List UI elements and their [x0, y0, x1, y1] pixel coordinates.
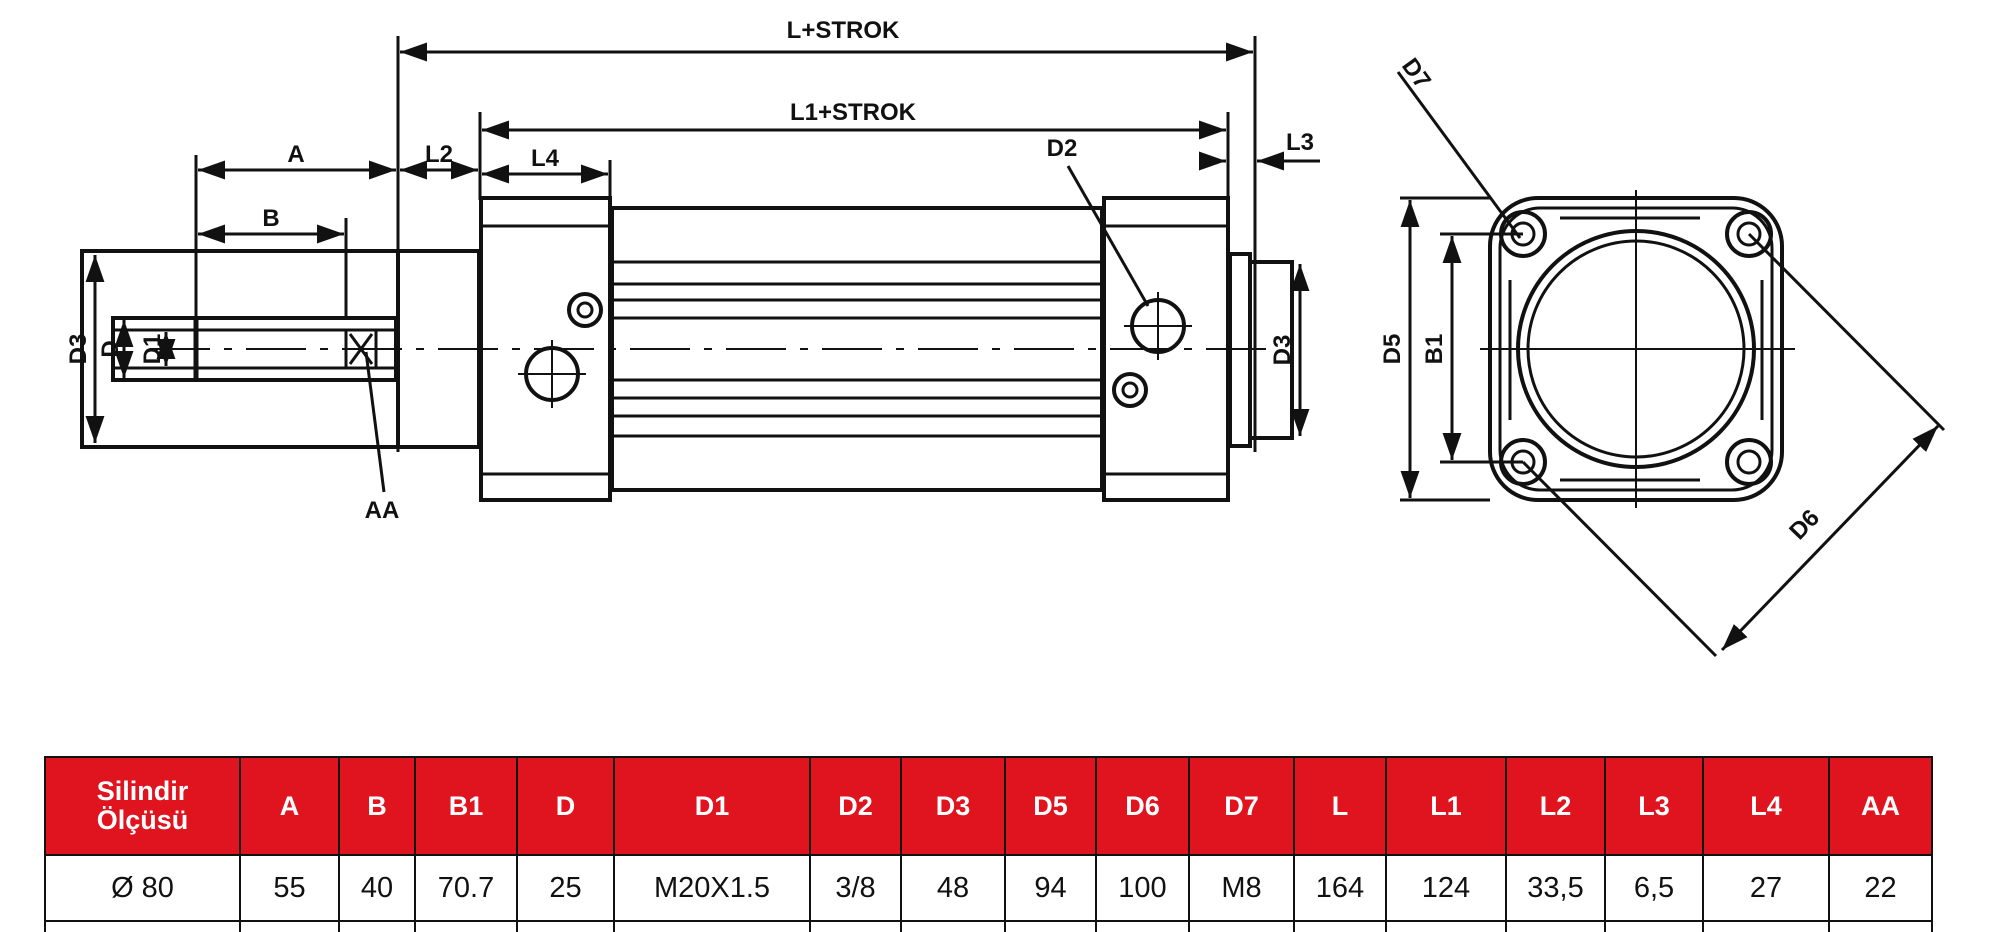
cell-b: 40: [338, 854, 416, 922]
header-d1: D1: [613, 756, 811, 856]
rear-screw: [1112, 372, 1148, 408]
header-a: A: [239, 756, 340, 856]
header-d3: D3: [900, 756, 1006, 856]
l3-label: L3: [1286, 129, 1314, 156]
header-aa: AA: [1828, 756, 1933, 856]
side-view: L+STROK L1+STROK A B L2 L4 L3: [65, 17, 1320, 524]
hole-top-right: [1725, 210, 1773, 258]
front-screw: [567, 292, 603, 328]
header-d6: D6: [1095, 756, 1190, 856]
hole-bottom-right: [1725, 438, 1773, 486]
d2-label: D2: [1047, 135, 1078, 162]
cell-d7: M8: [1188, 854, 1295, 922]
d5-label: D5: [1379, 334, 1406, 365]
cell-d3: 48: [900, 854, 1006, 922]
header-l2: L2: [1505, 756, 1606, 856]
header-l: L: [1293, 756, 1387, 856]
cell-a: 55: [239, 854, 340, 922]
header-d5: D5: [1004, 756, 1097, 856]
l4-label: L4: [531, 145, 560, 172]
header-l4: L4: [1702, 756, 1830, 856]
cell-l: 164: [1293, 854, 1387, 922]
cell-d5: 94: [1004, 854, 1097, 922]
cell-l1: 124: [1385, 854, 1507, 922]
header-cylinder-size: Silindir Ölçüsü: [44, 756, 241, 856]
b1-label: B1: [1421, 334, 1448, 365]
header-b: B: [338, 756, 416, 856]
cell-b1: 70.7: [414, 854, 518, 922]
table-header-row: Silindir Ölçüsü A B B1 D D1 D2 D3 D5 D6 …: [44, 756, 1933, 856]
d6-label: D6: [1784, 504, 1825, 545]
header-d: D: [516, 756, 615, 856]
aa-label: AA: [365, 497, 400, 524]
header-l3: L3: [1604, 756, 1704, 856]
a-label: A: [287, 141, 304, 168]
cell-l4: 27: [1702, 854, 1830, 922]
header-l1: L1: [1385, 756, 1507, 856]
header-d7: D7: [1188, 756, 1295, 856]
b-label: B: [262, 205, 279, 232]
d3-left-label: D3: [65, 334, 92, 365]
l2-label: L2: [425, 141, 453, 168]
specification-table: Silindir Ölçüsü A B B1 D D1 D2 D3 D5 D6 …: [44, 756, 1933, 932]
table-row: Ø 80 55 40 70.7 25 M20X1.5 3/8 48 94 100…: [44, 854, 1933, 922]
cell-l3: 6,5: [1604, 854, 1704, 922]
d6-dimension: [1720, 424, 1940, 652]
cell-d: 25: [516, 854, 615, 922]
cell-d6: 100: [1095, 854, 1190, 922]
d7-label: D7: [1396, 53, 1436, 94]
cell-l2: 33,5: [1505, 854, 1606, 922]
l-strok-label: L+STROK: [787, 17, 900, 44]
l1-strok-label: L1+STROK: [790, 99, 917, 126]
d3-right-label: D3: [1269, 335, 1296, 366]
end-view: D7 D5 B1 D6: [1379, 53, 1946, 658]
header-b1: B1: [414, 756, 518, 856]
d-label: D: [97, 340, 124, 357]
cell-aa: 22: [1828, 854, 1933, 922]
cell-d1: M20X1.5: [613, 854, 811, 922]
header-d2: D2: [809, 756, 902, 856]
cell-d2: 3/8: [809, 854, 902, 922]
cell-cylinder-size: Ø 80: [44, 854, 241, 922]
